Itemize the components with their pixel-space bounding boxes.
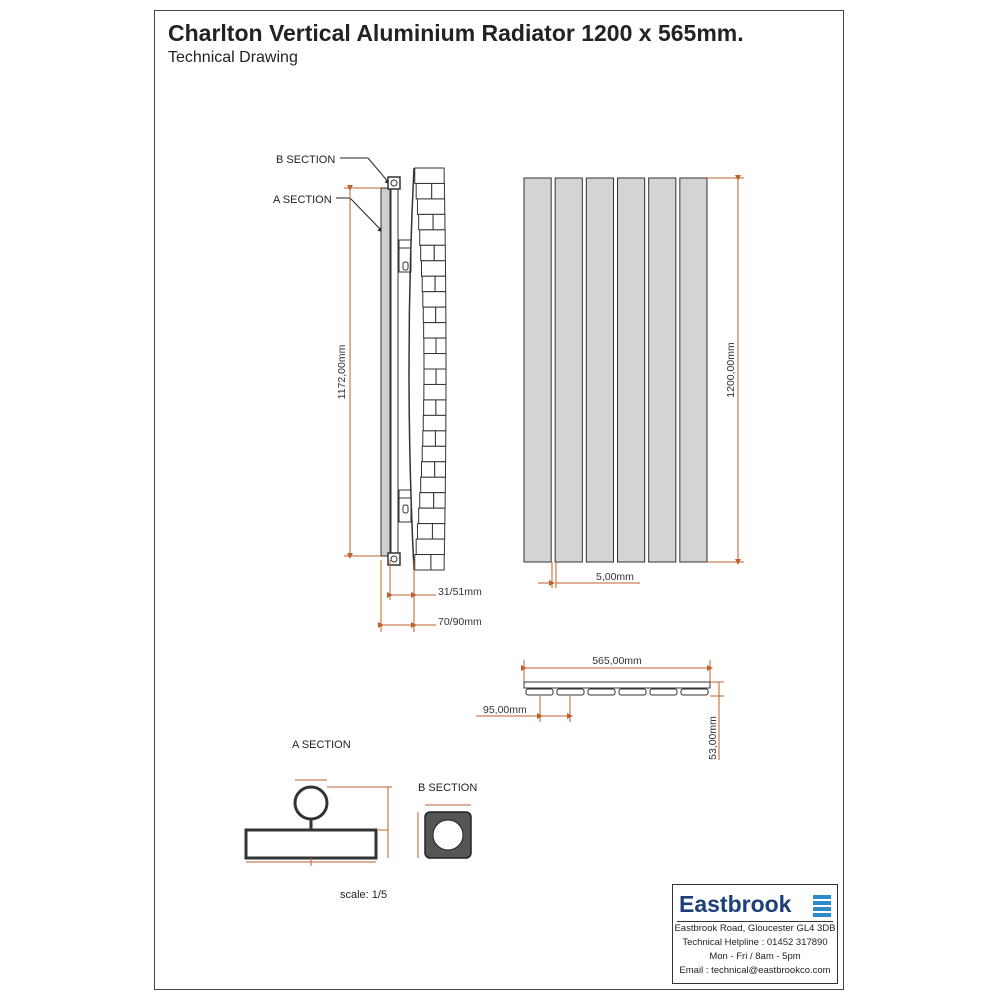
b-section-label: B SECTION bbox=[276, 154, 335, 166]
top-depth-dim-text: 53,00mm bbox=[707, 716, 719, 760]
brick bbox=[415, 182, 433, 200]
a-section-label: A SECTION bbox=[273, 194, 332, 206]
brick bbox=[423, 322, 447, 339]
side-panel bbox=[380, 187, 391, 557]
depth-dim-2-text: 70/90mm bbox=[438, 616, 482, 628]
bottom-wall-bracket bbox=[398, 489, 412, 523]
brick bbox=[432, 213, 446, 231]
brick bbox=[418, 507, 446, 525]
front-panel bbox=[679, 177, 708, 563]
brick bbox=[420, 476, 446, 494]
brick bbox=[421, 260, 446, 277]
top-end-cap bbox=[387, 176, 401, 190]
page-title: Charlton Vertical Aluminium Radiator 120… bbox=[168, 20, 744, 46]
logo-divider bbox=[677, 921, 833, 922]
brick bbox=[434, 461, 447, 478]
front-panel bbox=[523, 177, 552, 563]
company-address: Eastbrook Road, Gloucester GL4 3DB bbox=[674, 923, 836, 934]
brick bbox=[423, 353, 447, 370]
top-profile-segment bbox=[649, 688, 678, 696]
side-header-pipe bbox=[390, 179, 399, 565]
brick bbox=[423, 368, 437, 385]
depth-dim-1-text: 31/51mm bbox=[438, 586, 482, 598]
front-panel bbox=[554, 177, 583, 563]
top-wall-bracket bbox=[398, 239, 412, 273]
brick bbox=[419, 492, 435, 509]
drawing-frame bbox=[154, 10, 844, 990]
brick bbox=[422, 430, 436, 447]
brick bbox=[416, 523, 433, 540]
front-panel bbox=[648, 177, 677, 563]
brick bbox=[431, 182, 445, 200]
brick-wall bbox=[408, 167, 447, 571]
top-profile-segment bbox=[680, 688, 709, 696]
a-section-profile bbox=[244, 828, 378, 860]
b-section-title: B SECTION bbox=[418, 782, 477, 794]
b-section-bore bbox=[432, 819, 464, 851]
b-section-leader bbox=[340, 157, 391, 185]
top-profile-segment bbox=[525, 688, 554, 696]
brick bbox=[435, 337, 447, 355]
a-section-leader bbox=[336, 197, 384, 233]
top-profile-segments bbox=[525, 688, 709, 696]
brick bbox=[433, 244, 446, 262]
brick bbox=[422, 291, 447, 308]
wall-face-curve bbox=[408, 167, 415, 571]
brick bbox=[435, 306, 447, 324]
page-subtitle: Technical Drawing bbox=[168, 49, 298, 66]
brick bbox=[414, 554, 432, 571]
scale-label: scale: 1/5 bbox=[340, 889, 387, 901]
company-info-box: Eastbrook Eastbrook Road, Gloucester GL4… bbox=[672, 884, 838, 984]
brick bbox=[423, 337, 437, 355]
waves-logo-icon bbox=[813, 895, 831, 917]
company-helpline: Technical Helpline : 01452 317890 bbox=[682, 937, 828, 948]
brick bbox=[414, 167, 445, 184]
brick bbox=[422, 306, 437, 324]
top-view: 565,00mm 95,00mm 53,00mm bbox=[476, 655, 724, 760]
brick bbox=[419, 229, 446, 246]
top-profile-segment bbox=[556, 688, 585, 696]
b-section-detail: B SECTION bbox=[417, 782, 477, 859]
company-hours: Mon - Fri / 8am - 5pm bbox=[709, 951, 801, 962]
brick bbox=[434, 430, 447, 447]
front-view: 1200,00mm 5,00mm bbox=[523, 175, 744, 588]
side-height-dim-text: 1172,00mm bbox=[336, 344, 348, 399]
brick bbox=[434, 275, 447, 293]
brick bbox=[431, 523, 446, 540]
bottom-end-cap bbox=[387, 552, 401, 566]
brick bbox=[430, 554, 445, 571]
brick bbox=[418, 213, 434, 231]
brick bbox=[433, 492, 446, 509]
brick bbox=[435, 368, 447, 385]
gap-dim-text: 5,00mm bbox=[596, 571, 634, 583]
brick bbox=[416, 198, 446, 215]
a-section-pipe bbox=[293, 785, 329, 821]
a-section-title: A SECTION bbox=[292, 739, 351, 751]
pitch-dim-text: 95,00mm bbox=[483, 704, 527, 716]
brick bbox=[421, 461, 436, 478]
company-email: Email : technical@eastbrookco.com bbox=[679, 965, 831, 976]
brick bbox=[415, 538, 445, 556]
company-logo-name: Eastbrook bbox=[679, 891, 792, 917]
top-profile-front bbox=[523, 681, 711, 689]
top-profile-segment bbox=[587, 688, 616, 696]
brick bbox=[420, 244, 435, 262]
a-section-detail: A SECTION bbox=[244, 739, 392, 866]
brick bbox=[423, 383, 447, 401]
brick bbox=[435, 399, 447, 416]
front-panel bbox=[617, 177, 646, 563]
brick bbox=[421, 275, 436, 293]
front-height-dim-text: 1200,00mm bbox=[725, 342, 737, 398]
brick bbox=[421, 445, 447, 463]
front-panels bbox=[523, 177, 708, 563]
brick bbox=[423, 399, 437, 416]
top-width-dim-text: 565,00mm bbox=[592, 655, 642, 667]
side-view: B SECTION A SECTION 1172,00mm bbox=[273, 154, 482, 632]
front-panel bbox=[585, 177, 614, 563]
top-profile-segment bbox=[618, 688, 647, 696]
brick bbox=[422, 414, 447, 432]
